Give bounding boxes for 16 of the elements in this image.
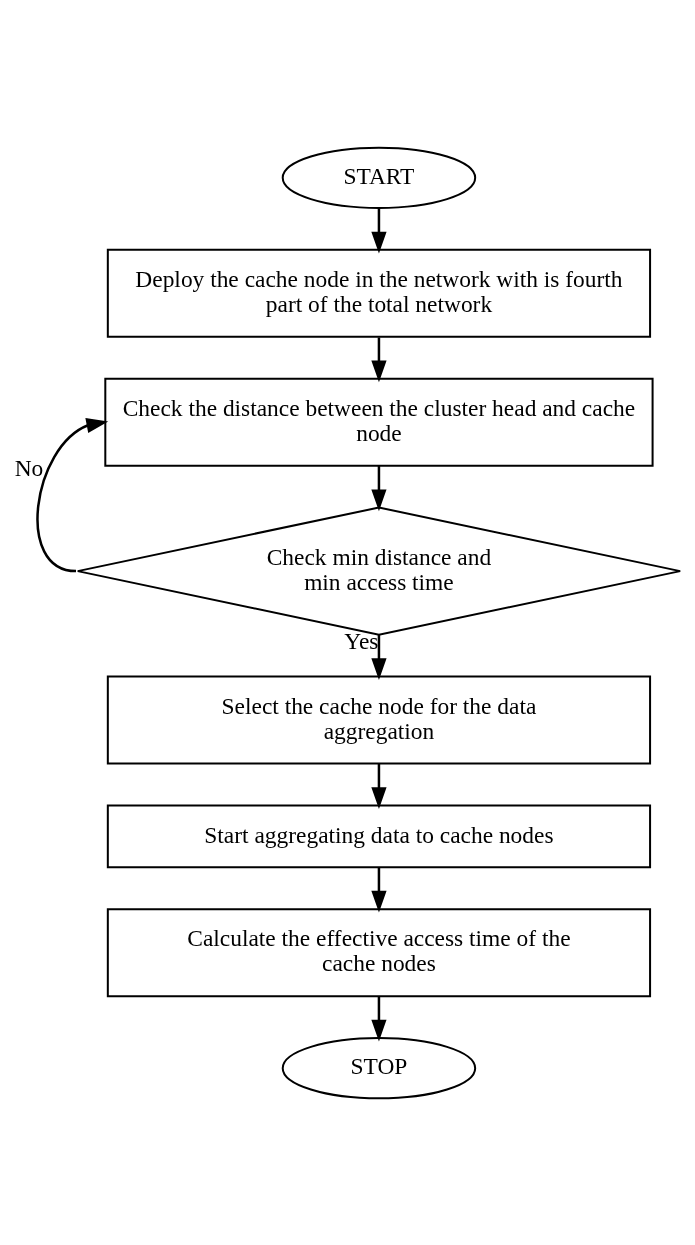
arrow: [371, 634, 387, 680]
arrow: [371, 336, 387, 382]
node-box: Check the distance between the cluster head and cache node: [104, 377, 654, 467]
arrow: [36, 417, 109, 572]
arrow: [371, 207, 387, 254]
arrow: [371, 465, 387, 511]
node-ellipse: STOP: [281, 1036, 477, 1099]
node-ellipse: START: [281, 146, 477, 209]
node-box: Deploy the cache node in the network with is fourth part of the total network: [106, 248, 652, 338]
node-box: Calculate the effective access time of the cache nodes: [106, 907, 652, 997]
edge-label: No: [14, 454, 44, 481]
node-box: Select the cache node for the data aggregation: [106, 675, 652, 765]
arrow: [371, 867, 387, 913]
arrow: [371, 763, 387, 809]
node-box: Start aggregating data to cache nodes: [106, 803, 652, 868]
arrow: [371, 996, 387, 1041]
